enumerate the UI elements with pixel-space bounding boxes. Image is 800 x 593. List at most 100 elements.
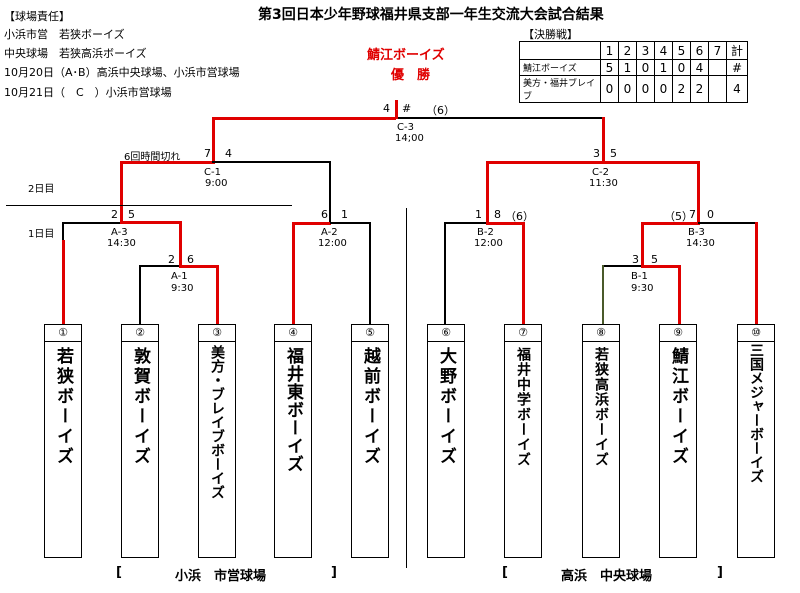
note-b3: （5） [664,210,693,223]
venue-bracket-open: [ [116,565,122,580]
game-id-b1: B-1 [631,271,648,282]
team-box: ⑨ 鯖江ボーイズ [659,324,697,558]
team-name: 美方・ブレイブボーイズ [209,345,225,499]
bracket-line [179,265,219,268]
note-c1: 6回時間切れ [124,152,181,163]
game-time-a1: 9:30 [171,283,194,294]
score-cell: 0 [618,75,637,103]
score-a1-right: 6 [187,253,194,266]
inning-header: 1 [600,41,619,60]
inning-header: 6 [690,41,709,60]
bracket-line [641,265,681,268]
bracket-line [602,117,605,162]
score-cell: 2 [690,75,709,103]
bracket-line [486,161,489,223]
score-c3-right: # [402,102,412,115]
game-id-a3: A-3 [111,227,128,238]
score-a3-right: 5 [128,208,135,221]
score-a2-left: 6 [321,208,328,221]
score-cell: 2 [672,75,691,103]
bracket-line [522,222,525,324]
page-title: 第3回日本少年野球福井県支部一年生交流大会試合結果 [258,7,604,23]
team-box: ⑥ 大野ボーイズ [427,324,465,558]
game-time-b3: 14:30 [686,238,715,249]
bracket-line [641,222,700,225]
team-name: 越前ボーイズ [360,347,380,467]
bracket-line [445,222,487,224]
bracket-line [212,161,331,163]
score-team: 美方・福井ブレイブ [519,75,601,103]
score-b2-right: 8 [494,208,501,221]
responsibility-line: 10月20日（A･B）高浜中央球場、小浜市営球場 [4,66,240,79]
responsibility-line: 小浜市営 若狭ボーイズ [4,28,125,41]
team-number: ③ [199,325,235,342]
team-box: ④ 福井東ボーイズ [274,324,312,558]
bracket-line [602,265,604,324]
responsibility-line: 中央球場 若狭高浜ボーイズ [4,47,147,60]
score-b1-left: 3 [632,253,639,266]
bracket-line [120,221,182,224]
bracket-line [396,117,604,119]
responsibility-line: 10月21日（ C ）小浜市営球場 [4,86,172,99]
score-b3-right: 0 [707,208,714,221]
inning-header: 3 [636,41,655,60]
bracket-line [755,222,758,324]
team-name: 三国メジャーボーイズ [748,343,764,483]
score-cell: 4 [690,59,709,76]
bracket-line [63,222,121,224]
bracket-line [179,221,182,266]
bracket-line [62,222,64,240]
score-b2-left: 1 [475,208,482,221]
inning-header: 5 [672,41,691,60]
team-name: 敦賀ボーイズ [130,347,150,467]
inning-header: 7 [708,41,727,60]
bracket-line [292,222,331,225]
champion-team: 鯖江ボーイズ [367,48,445,63]
final-scoreboard: 1 2 3 4 5 6 7 計 鯖江ボーイズ 5 1 0 1 0 4 # 美方・… [519,41,748,103]
score-b1-right: 5 [651,253,658,266]
bracket-line [120,161,123,223]
team-number: ⑦ [505,325,541,342]
bracket-line [641,222,644,266]
bracket-line [603,265,643,267]
bracket-line [486,222,525,225]
score-cell [708,59,727,76]
inning-header: 4 [654,41,673,60]
day-label: 2日目 [28,184,55,195]
bracket-line [330,222,370,224]
bracket-line [395,100,398,119]
team-name: 若狭ボーイズ [53,347,73,467]
team-box: ⑤ 越前ボーイズ [351,324,389,558]
score-cell: 0 [600,75,619,103]
score-cell: 0 [636,59,655,76]
responsibility-header: 【球場責任】 [4,10,70,23]
team-number: ② [122,325,158,342]
bracket-line [292,222,295,324]
team-name: 福井東ボーイズ [283,347,303,473]
score-a1-left: 2 [168,253,175,266]
bracket-line [697,161,700,223]
team-name: 鯖江ボーイズ [668,347,688,467]
game-id-b2: B-2 [477,227,494,238]
bracket-line [406,208,407,568]
score-c1-right: 4 [225,147,232,160]
venue-right: 高浜 中央球場 [561,569,653,584]
day-label: 1日目 [28,229,55,240]
champion-label: 優 勝 [391,68,431,83]
inning-header: 2 [618,41,637,60]
team-name: 若狭高浜ボーイズ [593,347,609,467]
game-time-b1: 9:30 [631,283,654,294]
score-c2-left: 3 [593,147,600,160]
bracket-line [216,265,219,324]
bracket-line [486,161,700,164]
game-time-c1: 9:00 [205,178,228,189]
score-header-blank [519,41,601,60]
score-team: 鯖江ボーイズ [519,59,601,76]
bracket-line [369,222,371,324]
note-b2: （6） [505,210,534,223]
team-name: 大野ボーイズ [436,347,456,467]
team-number: ⑤ [352,325,388,342]
bracket-line [444,222,446,324]
score-b3-left: 7 [689,208,696,221]
score-cell [708,75,727,103]
